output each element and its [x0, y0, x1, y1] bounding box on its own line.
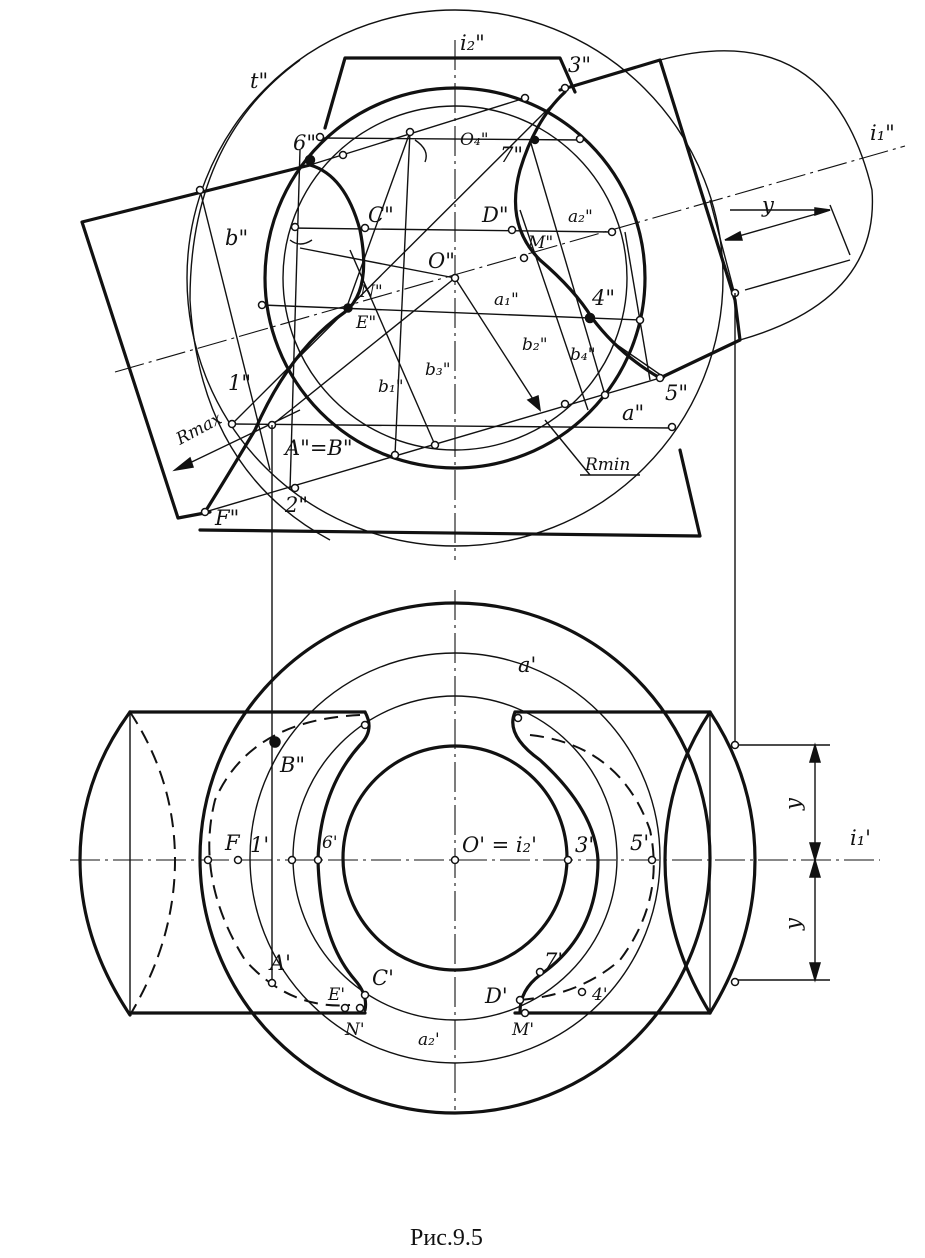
front-label-e: E" [355, 313, 376, 333]
top-view: a' B" F 1' 6' O' = i₂' 3' 5' i₁' y y A' … [70, 590, 880, 1115]
front-label-o4: O₄" [460, 130, 489, 150]
front-label-f: F" [214, 506, 239, 530]
top-label-5: 5' [630, 831, 649, 855]
front-label-rmin: Rmin [584, 455, 630, 475]
front-top-plate [323, 56, 577, 130]
top-label-a-low: A' [268, 951, 291, 975]
front-rmax-line [174, 409, 301, 471]
front-label-5: 5" [665, 381, 688, 405]
top-label-n: N' [344, 1020, 365, 1040]
top-hidden-contour-right [519, 734, 655, 1001]
top-label-3: 3' [575, 833, 594, 857]
top-points [203, 713, 740, 1018]
top-circle-a [249, 652, 661, 1064]
front-label-i2: i₂" [460, 31, 485, 55]
front-torus-inner [282, 105, 628, 451]
front-sphere-outline [186, 9, 724, 547]
front-label-m: M" [527, 233, 553, 253]
front-label-7: 7" [500, 143, 523, 167]
top-y-arrow-3 [808, 857, 822, 878]
top-label-o: O' = i₂' [462, 833, 537, 857]
top-label-d: D' [484, 984, 508, 1008]
front-construction-lines [199, 91, 851, 513]
front-cylinder-end [659, 50, 874, 341]
top-cylinder-end-left [78, 710, 132, 1017]
top-hidden-end-left [129, 711, 177, 1016]
front-label-2: 2" [284, 493, 308, 517]
top-hidden-contour-left [208, 714, 361, 1007]
front-label-4: 4" [591, 286, 615, 310]
top-label-a: a' [518, 653, 536, 677]
front-label-a1: a₁" [494, 290, 519, 310]
front-bottom-plate [198, 448, 702, 538]
top-y-arrow-4 [808, 962, 822, 983]
top-label-i1: i₁' [850, 826, 871, 850]
front-label-b2: b₂" [522, 335, 548, 355]
projection-lines [271, 293, 736, 985]
top-y-arrow-1 [808, 742, 822, 763]
front-label-a: a" [622, 401, 644, 425]
front-label-b3: b₃" [425, 360, 451, 380]
top-label-a2: a₂' [418, 1030, 440, 1050]
top-label-y2: y [781, 917, 805, 931]
front-label-1: 1" [228, 371, 251, 395]
top-cylinder-end-right-a [663, 710, 712, 1015]
front-points [195, 83, 740, 517]
top-label-1: 1' [250, 833, 269, 857]
front-cylinder-end-chord [709, 199, 736, 296]
front-label-n: N" [359, 282, 383, 302]
front-rmax-arrow [172, 456, 194, 472]
front-label-t: t" [250, 69, 268, 93]
front-label-i1: i₁" [870, 121, 895, 145]
top-label-y1: y [781, 797, 805, 811]
top-label-e: E' [327, 985, 345, 1005]
front-rmin-leader [544, 419, 591, 476]
front-label-b1: b₁" [378, 377, 404, 397]
top-y-arrow-2 [808, 842, 822, 863]
front-y-arrow-a [724, 230, 743, 241]
top-label-6: 6' [322, 833, 338, 853]
front-label-6: 6" [293, 131, 316, 155]
top-label-b: B" [279, 753, 305, 777]
front-label-b4: b₄" [570, 345, 596, 365]
front-y-arrow-b [814, 207, 831, 217]
front-label-a2: a₂" [568, 207, 593, 227]
front-axis-i1 [114, 145, 906, 373]
top-intersection-right [511, 710, 600, 1014]
front-label-3: 3" [568, 53, 591, 77]
front-torus-outer [263, 86, 647, 470]
top-label-f: F [224, 831, 241, 855]
top-label-c: C' [372, 966, 394, 990]
top-cylinder-end-right-b [708, 710, 757, 1015]
front-y-dim [724, 209, 831, 241]
front-curve-t [189, 59, 331, 541]
front-label-rmax: Rmax [172, 409, 226, 450]
top-label-m: M' [511, 1020, 534, 1040]
figure-caption: Рис.9.5 [410, 1225, 483, 1251]
front-label-ab: A"=B" [283, 436, 353, 460]
front-label-y: y [761, 193, 775, 217]
front-rmin-arrow [526, 394, 542, 412]
front-label-c: C" [368, 203, 394, 227]
top-label-7: 7' [544, 949, 563, 973]
front-label-o: O" [428, 249, 455, 273]
front-right-angle-a [414, 139, 427, 163]
top-label-4: 4' [591, 985, 608, 1005]
front-label-d: D" [481, 203, 509, 227]
front-right-angle-b [289, 239, 313, 245]
front-view: t" i₂" i₁" 3" 6" 7" O₄" C" D" a₂" M" b" … [80, 9, 906, 560]
front-label-b: b" [225, 226, 248, 250]
front-cylinder-left [80, 163, 312, 520]
